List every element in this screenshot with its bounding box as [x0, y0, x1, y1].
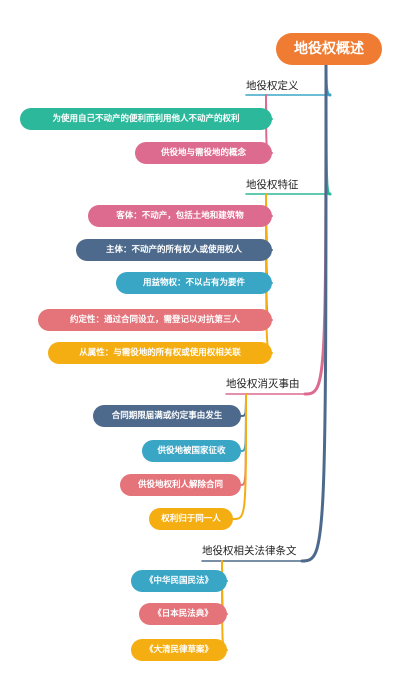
- branch-extinction[interactable]: 地役权消灭事由: [226, 378, 300, 390]
- leaf-characteristic-accessory[interactable]: 从属性：与需役地的所有权或使用权相关联: [48, 342, 272, 364]
- leaf-extinction-expropriated[interactable]: 供役地被国家征收: [142, 440, 241, 462]
- leaf-law-japan-civil-code[interactable]: 《日本民法典》: [139, 603, 227, 625]
- root-topic[interactable]: 地役权概述: [276, 33, 382, 65]
- leaf-definition-servient-dominant[interactable]: 供役地与需役地的概念: [135, 142, 272, 164]
- branch-definition[interactable]: 地役权定义: [246, 80, 299, 92]
- leaf-definition-convenience[interactable]: 为使用自己不动产的便利而利用他人不动产的权利: [20, 108, 272, 130]
- branch-connector: [300, 63, 328, 563]
- leaf-law-qing-draft[interactable]: 《大清民律草案》: [131, 639, 227, 661]
- leaf-characteristic-object[interactable]: 客体：不动产，包括土地和建筑物: [88, 205, 272, 227]
- leaf-characteristic-usufruct[interactable]: 用益物权：不以占有为要件: [116, 272, 272, 294]
- leaf-characteristic-contractual[interactable]: 约定性：通过合同设立，需登记以对抗第三人: [38, 309, 272, 331]
- leaf-law-roc-civil-code[interactable]: 《中华民国民法》: [131, 570, 227, 592]
- branch-connector: [303, 63, 328, 396]
- branch-legal-provisions[interactable]: 地役权相关法律条文: [202, 545, 297, 557]
- leaf-connector: [232, 393, 247, 520]
- branch-characteristics[interactable]: 地役权特征: [246, 179, 299, 191]
- leaf-extinction-term-expired[interactable]: 合同期限届满或约定事由发生: [93, 405, 241, 427]
- leaf-extinction-merger[interactable]: 权利归于同一人: [149, 508, 233, 530]
- leaf-extinction-contract-terminated[interactable]: 供役地权利人解除合同: [120, 474, 241, 496]
- leaf-characteristic-subject[interactable]: 主体：不动产的所有权人或使用权人: [76, 239, 272, 261]
